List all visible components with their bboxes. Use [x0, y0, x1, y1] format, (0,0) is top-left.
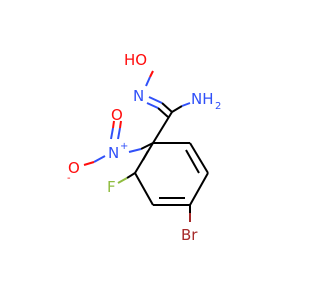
bond-c-nh2-b: [181, 102, 191, 107]
bond-ring-nitro-b: [128, 148, 142, 153]
bond-c-n-double-d: [146, 102, 159, 109]
bond-c-n-double-a: [161, 102, 173, 113]
ring-bond-c1-c2-inner: [142, 150, 149, 161]
hydroxyl-label: HO: [124, 51, 147, 69]
bond-ring-f-b: [117, 177, 128, 184]
amine-subscript: 2: [215, 101, 221, 112]
nitro-nitrogen-charge: +: [120, 141, 128, 152]
fluorine-label: F: [107, 178, 116, 196]
bond-c-n-double-c: [157, 107, 169, 118]
ring-bond-c2-c3: [134, 172, 154, 206]
bond-n-o-a: [145, 76, 151, 87]
bond-nitro-o-double-d: [112, 120, 115, 129]
bond-ring-nitro-a: [140, 142, 154, 150]
ring-bond-c5-c6: [189, 142, 209, 174]
bromine-label: Br: [181, 226, 198, 244]
bond-nitro-o-double-b: [119, 120, 122, 129]
bond-n-o-b: [149, 70, 154, 78]
bond-c-nh2-a: [171, 105, 183, 113]
nitro-oxygen-charge: -: [67, 173, 71, 184]
bond-nitro-o-single-a: [93, 155, 106, 163]
amine-nh-text: NH: [191, 90, 214, 108]
ring-bond-c5-c6-inner: [185, 149, 200, 174]
bond-nitro-o-single-b: [83, 161, 95, 166]
bond-nitro-o-double-c: [110, 127, 114, 140]
bond-nitro-o-double-a: [117, 127, 121, 140]
nitro-oxygen-double-label: O: [111, 106, 123, 124]
structure-drawing: HO N NH 2 N + O O - F Br: [67, 51, 221, 244]
ring-bond-c4-c5: [189, 172, 209, 206]
amine-label: NH: [191, 90, 214, 108]
oxime-nitrogen-label: N: [133, 87, 144, 105]
nitro-oxygen-single-label: O: [68, 159, 80, 177]
molecule-canvas: HO N NH 2 N + O O - F Br: [67, 51, 222, 244]
bond-ring-amidine-c: [152, 111, 173, 144]
bond-c-n-double-b: [148, 96, 163, 104]
bond-ring-f-a: [126, 172, 136, 179]
nitro-nitrogen-label: N: [108, 144, 119, 162]
